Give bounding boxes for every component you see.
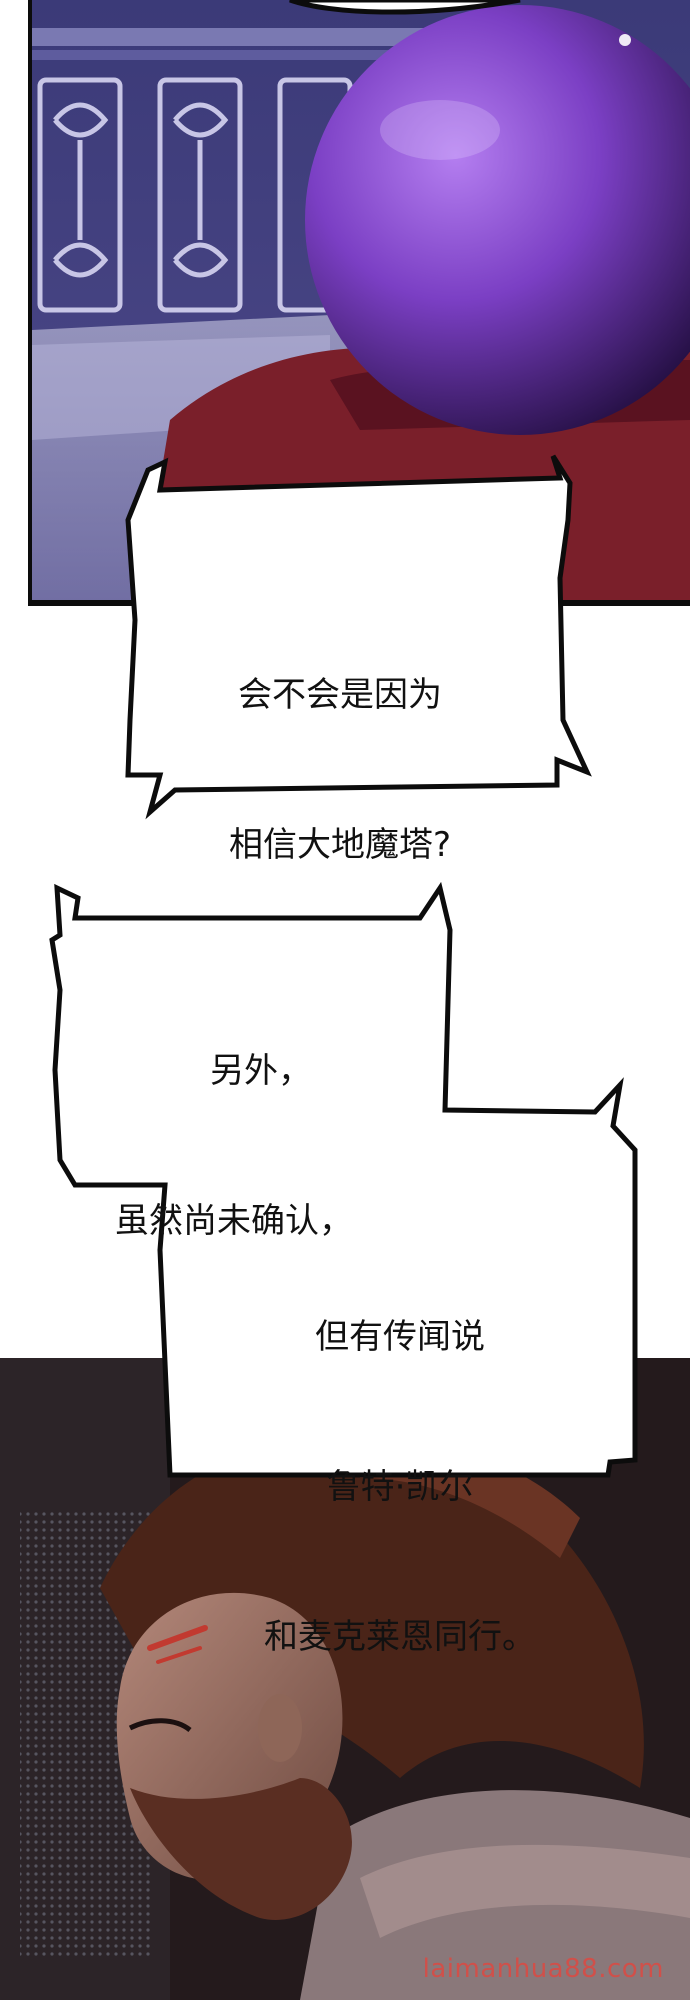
speech-bubble-1-text: 会不会是因为 相信大地魔塔?: [140, 570, 540, 920]
purple-orb: [305, 5, 690, 435]
bubble-1-line-2: 相信大地魔塔?: [228, 825, 452, 865]
ornate-railing: [37, 77, 353, 313]
bubble-2-line-3: 但有传闻说: [315, 1317, 485, 1357]
speech-bubble-2-text-bottom: 但有传闻说 鲁特·凯尔 和麦克莱恩同行。: [190, 1212, 610, 1712]
bubble-2-line-5: 和麦克莱恩同行。: [264, 1617, 536, 1657]
site-watermark: laimanhua88.com: [422, 1954, 664, 1984]
bubble-2-line-2: 虽然尚未确认，: [115, 1201, 353, 1241]
forehead-scar: [147, 1625, 208, 1651]
bubble-1-line-1: 会不会是因为: [238, 675, 442, 715]
palace-orb-illustration: [28, 0, 690, 606]
bubble-2-line-1: 另外，: [210, 1051, 312, 1091]
bubble-2-line-4: 鲁特·凯尔: [326, 1467, 474, 1507]
long-hair: [100, 1437, 644, 1788]
speech-bubble-2-text-top: 另外， 虽然尚未确认，: [95, 946, 455, 1296]
beard: [130, 1778, 352, 1920]
comic-panel-top: [0, 0, 690, 606]
